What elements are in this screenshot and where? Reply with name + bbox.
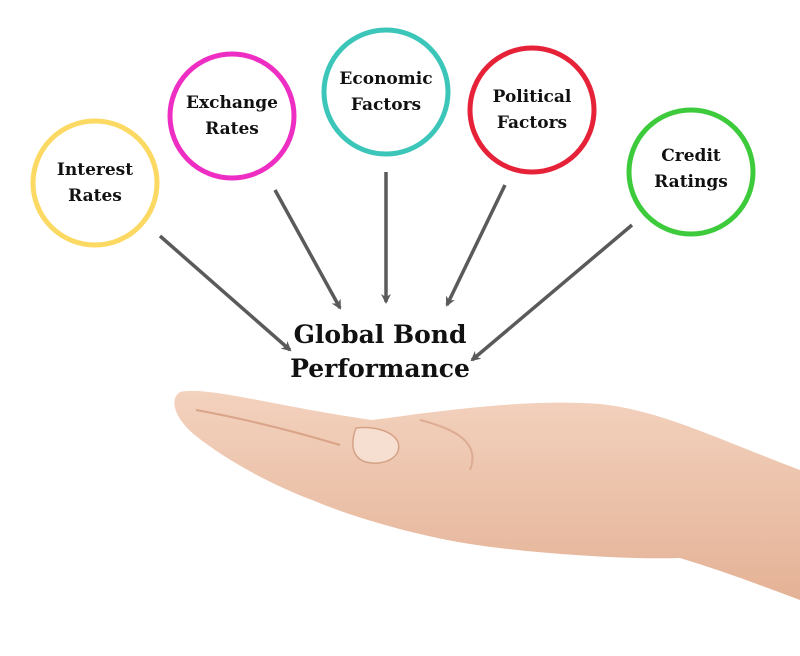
label-line-1: Exchange	[172, 90, 292, 116]
label-economic-factors: Economic Factors	[326, 66, 446, 118]
center-title-line-2: Performance	[230, 352, 530, 386]
center-title: Global Bond Performance	[230, 318, 530, 386]
label-line-2: Ratings	[631, 169, 751, 195]
label-line-2: Rates	[172, 116, 292, 142]
label-exchange-rates: Exchange Rates	[172, 90, 292, 142]
open-hand-illustration	[174, 391, 800, 600]
label-interest-rates: Interest Rates	[35, 157, 155, 209]
label-line-2: Rates	[35, 183, 155, 209]
label-line-1: Interest	[35, 157, 155, 183]
label-credit-ratings: Credit Ratings	[631, 143, 751, 195]
arrow-political-factors	[447, 185, 505, 305]
center-title-line-1: Global Bond	[230, 318, 530, 352]
label-line-1: Economic	[326, 66, 446, 92]
label-line-1: Political	[472, 84, 592, 110]
label-political-factors: Political Factors	[472, 84, 592, 136]
label-line-1: Credit	[631, 143, 751, 169]
label-line-2: Factors	[472, 110, 592, 136]
label-line-2: Factors	[326, 92, 446, 118]
arrow-exchange-rates	[275, 190, 340, 308]
